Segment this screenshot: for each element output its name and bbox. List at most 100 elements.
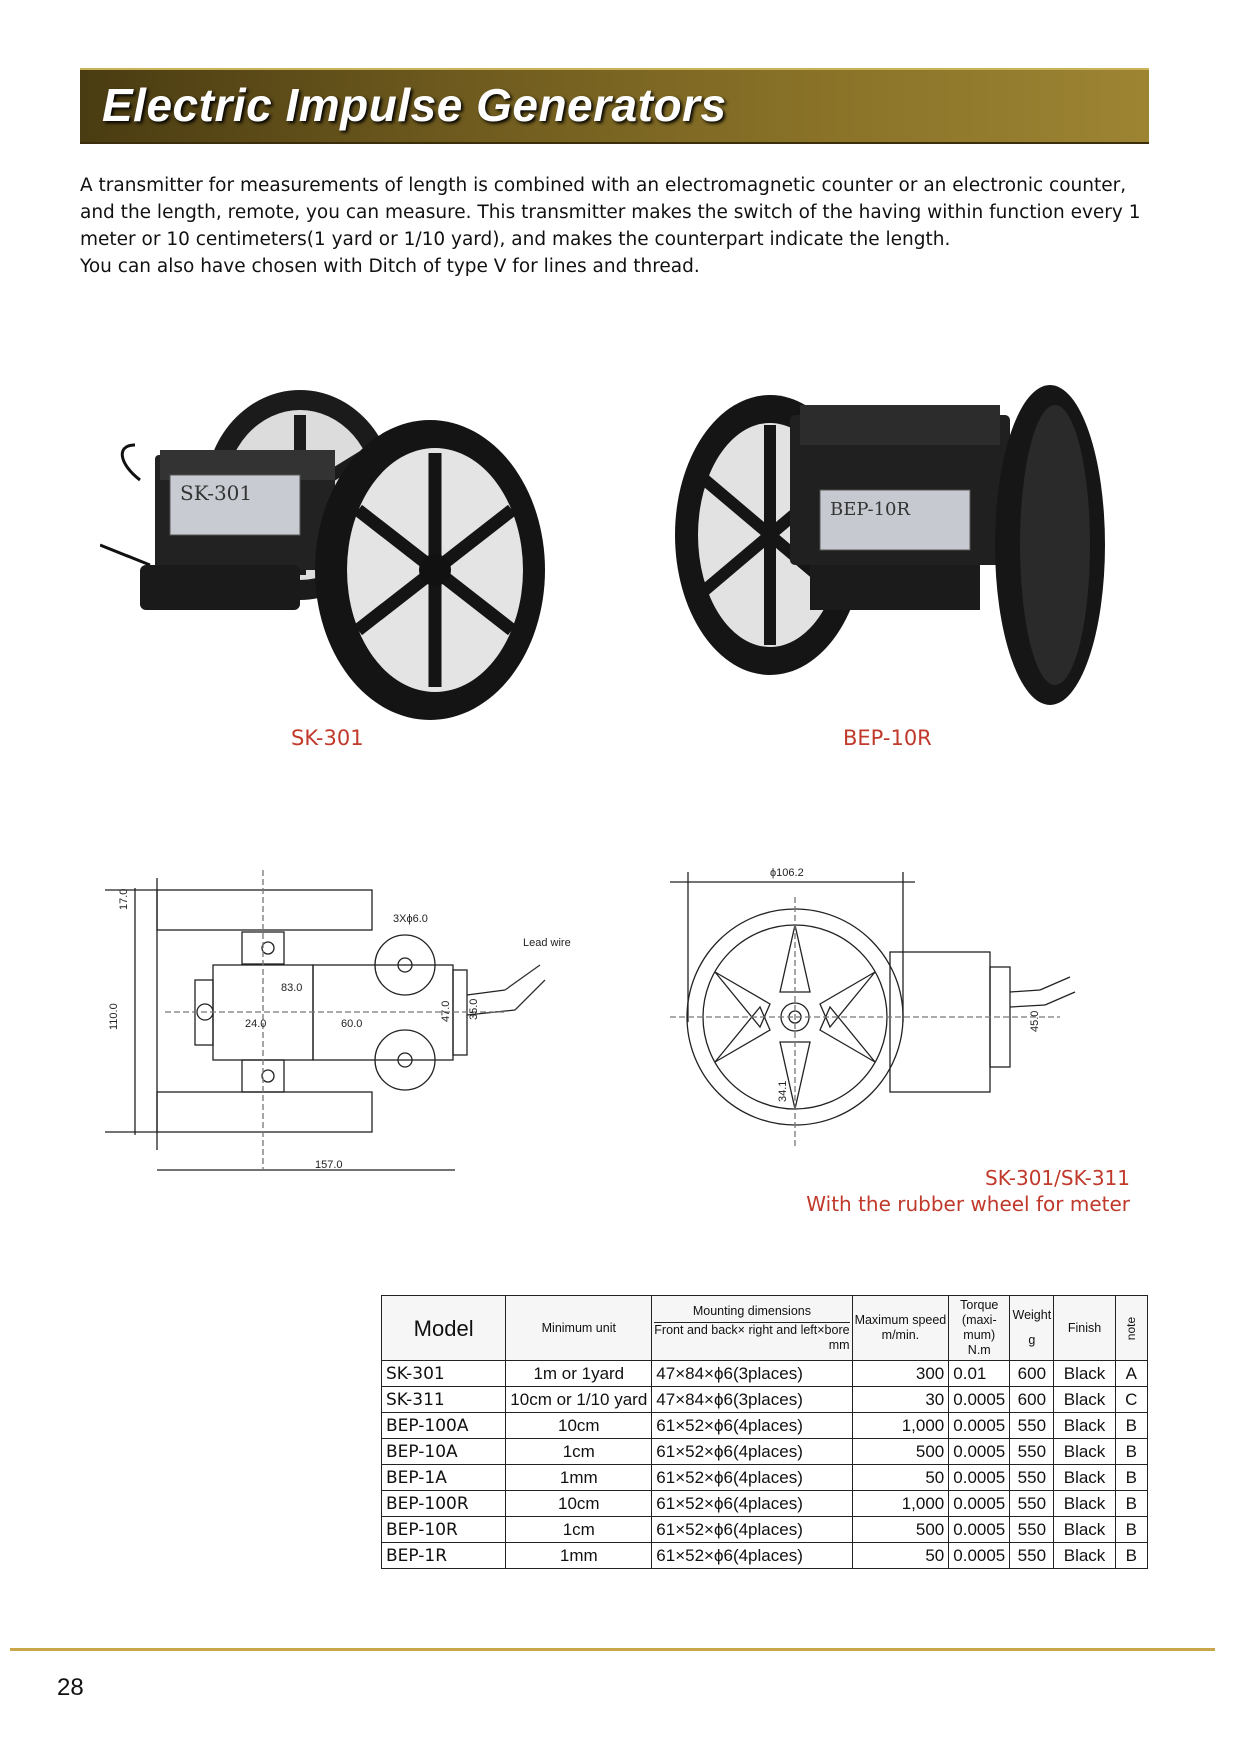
cell-torque: 0.0005 xyxy=(948,1542,1011,1569)
cell-weight: 550 xyxy=(1009,1412,1055,1439)
cell-weight: 550 xyxy=(1009,1542,1055,1569)
cell-torque: 0.0005 xyxy=(948,1386,1011,1413)
cell-torque: 0.0005 xyxy=(948,1516,1011,1543)
intro-line: meter or 10 centimeters(1 yard or 1/10 y… xyxy=(80,229,951,250)
col-header-note: note xyxy=(1114,1295,1149,1361)
dim-label: 110.0 xyxy=(108,1003,120,1030)
cell-speed: 1,000 xyxy=(851,1412,950,1439)
cell-note: B xyxy=(1114,1516,1149,1543)
cell-mount: 61×52×ϕ6(4places) xyxy=(651,1490,853,1517)
cell-weight: 600 xyxy=(1009,1386,1055,1413)
cell-speed: 300 xyxy=(851,1360,950,1387)
dim-label: ϕ106.2 xyxy=(770,867,804,879)
cell-unit: 1cm xyxy=(505,1438,653,1465)
product-photo-sk301: SK-301 xyxy=(100,390,545,720)
dimension-drawing-front: ϕ106.2 45.0 34.1 xyxy=(670,867,1076,1147)
table-header-row: Model Minimum unit Mounting dimensions F… xyxy=(380,1295,1149,1361)
table-row: BEP-1R 1mm 61×52×ϕ6(4places) 50 0.0005 5… xyxy=(380,1542,1149,1569)
cell-unit: 10cm or 1/10 yard xyxy=(505,1386,653,1413)
table-row: BEP-10A 1cm 61×52×ϕ6(4places) 500 0.0005… xyxy=(380,1438,1149,1465)
cell-note: A xyxy=(1114,1360,1149,1387)
drawing-caption-models: SK-301/SK-311 xyxy=(985,1166,1130,1190)
dim-label: 157.0 xyxy=(315,1159,343,1171)
table-row: SK-301 1m or 1yard 47×84×ϕ6(3places) 300… xyxy=(380,1360,1149,1387)
col-header-model: Model xyxy=(380,1295,507,1361)
cell-finish: Black xyxy=(1053,1464,1116,1491)
dimension-drawing-side: 17.0 110.0 3Xϕ6.0 83.0 24.0 60.0 47.0 35… xyxy=(105,870,571,1171)
cell-finish: Black xyxy=(1053,1490,1116,1517)
cell-finish: Black xyxy=(1053,1412,1116,1439)
cell-speed: 30 xyxy=(851,1386,950,1413)
cell-note: B xyxy=(1114,1412,1149,1439)
photo-caption-right: BEP-10R xyxy=(843,726,932,750)
cell-unit: 10cm xyxy=(505,1490,653,1517)
cell-weight: 550 xyxy=(1009,1464,1055,1491)
product-photo-bep10r: BEP-10R xyxy=(675,385,1105,705)
dim-label: 45.0 xyxy=(1029,1011,1041,1032)
col-header-mounting: Mounting dimensions Front and back× righ… xyxy=(651,1295,853,1361)
spec-table: Model Minimum unit Mounting dimensions F… xyxy=(380,1295,1149,1569)
cell-torque: 0.0005 xyxy=(948,1412,1011,1439)
cell-finish: Black xyxy=(1053,1542,1116,1569)
table-row: BEP-10R 1cm 61×52×ϕ6(4places) 500 0.0005… xyxy=(380,1516,1149,1543)
cell-model: SK-311 xyxy=(380,1386,507,1413)
cell-torque: 0.0005 xyxy=(948,1438,1011,1465)
col-header-weight: Weight g xyxy=(1009,1295,1055,1361)
cell-mount: 61×52×ϕ6(4places) xyxy=(651,1542,853,1569)
cell-finish: Black xyxy=(1053,1438,1116,1465)
cell-mount: 61×52×ϕ6(4places) xyxy=(651,1516,853,1543)
cell-weight: 600 xyxy=(1009,1360,1055,1387)
drawing-caption-desc: With the rubber wheel for meter xyxy=(806,1192,1130,1216)
cell-model: BEP-100R xyxy=(380,1490,507,1517)
cell-mount: 61×52×ϕ6(4places) xyxy=(651,1464,853,1491)
cell-speed: 50 xyxy=(851,1542,950,1569)
cell-speed: 50 xyxy=(851,1464,950,1491)
cell-model: SK-301 xyxy=(380,1360,507,1387)
cell-torque: 0.01 xyxy=(948,1360,1011,1387)
cell-torque: 0.0005 xyxy=(948,1490,1011,1517)
col-header-speed: Maximum speed m/min. xyxy=(851,1295,950,1361)
intro-line: A transmitter for measurements of length… xyxy=(80,175,1127,196)
cell-unit: 1mm xyxy=(505,1464,653,1491)
cell-speed: 1,000 xyxy=(851,1490,950,1517)
nameplate-text: BEP-10R xyxy=(830,499,910,520)
dim-label: 3Xϕ6.0 xyxy=(393,913,428,925)
dim-label: 83.0 xyxy=(281,982,302,994)
cell-note: B xyxy=(1114,1438,1149,1465)
cell-speed: 500 xyxy=(851,1438,950,1465)
cell-mount: 47×84×ϕ6(3places) xyxy=(651,1386,853,1413)
drawing-caption: SK-301/SK-311 With the rubber wheel for … xyxy=(760,1165,1130,1217)
col-header-finish: Finish xyxy=(1053,1295,1116,1361)
cell-mount: 61×52×ϕ6(4places) xyxy=(651,1438,853,1465)
cell-finish: Black xyxy=(1053,1360,1116,1387)
cell-weight: 550 xyxy=(1009,1490,1055,1517)
cell-model: BEP-100A xyxy=(380,1412,507,1439)
cell-weight: 550 xyxy=(1009,1516,1055,1543)
col-header-min-unit: Minimum unit xyxy=(505,1295,653,1361)
intro-text: A transmitter for measurements of length… xyxy=(80,172,1160,280)
cell-speed: 500 xyxy=(851,1516,950,1543)
footer-rule xyxy=(10,1648,1215,1651)
cell-finish: Black xyxy=(1053,1516,1116,1543)
dim-label: 24.0 xyxy=(245,1018,266,1030)
cell-model: BEP-1R xyxy=(380,1542,507,1569)
cell-model: BEP-10R xyxy=(380,1516,507,1543)
table-row: BEP-1A 1mm 61×52×ϕ6(4places) 50 0.0005 5… xyxy=(380,1464,1149,1491)
cell-note: B xyxy=(1114,1542,1149,1569)
cell-unit: 1mm xyxy=(505,1542,653,1569)
cell-finish: Black xyxy=(1053,1386,1116,1413)
cell-note: C xyxy=(1114,1386,1149,1413)
cell-note: B xyxy=(1114,1490,1149,1517)
cell-weight: 550 xyxy=(1009,1438,1055,1465)
cell-unit: 1m or 1yard xyxy=(505,1360,653,1387)
table-row: BEP-100A 10cm 61×52×ϕ6(4places) 1,000 0.… xyxy=(380,1412,1149,1439)
cell-mount: 61×52×ϕ6(4places) xyxy=(651,1412,853,1439)
cell-unit: 1cm xyxy=(505,1516,653,1543)
page-title: Electric Impulse Generators xyxy=(102,79,727,131)
col-header-torque: Torque (maxi- mum) N.m xyxy=(948,1295,1011,1361)
cell-unit: 10cm xyxy=(505,1412,653,1439)
cell-model: BEP-1A xyxy=(380,1464,507,1491)
photo-caption-left: SK-301 xyxy=(291,726,364,750)
table-row: SK-311 10cm or 1/10 yard 47×84×ϕ6(3place… xyxy=(380,1386,1149,1413)
nameplate-text: SK-301 xyxy=(180,481,252,505)
